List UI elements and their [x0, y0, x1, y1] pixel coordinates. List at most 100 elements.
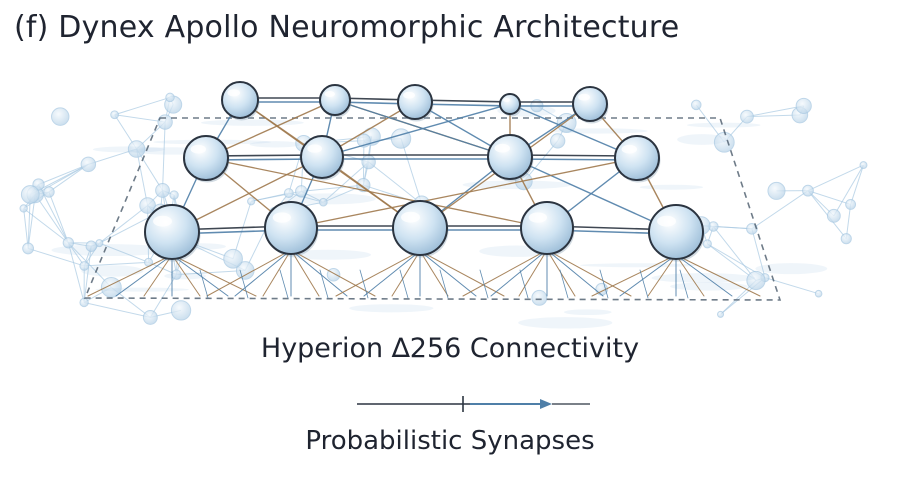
substrate-link — [518, 249, 548, 297]
background-node — [840, 233, 852, 245]
background-link — [34, 194, 69, 244]
neuron-node-icon — [572, 86, 608, 122]
substrate-link — [363, 250, 421, 297]
substrate-link — [199, 269, 209, 299]
watercolor-wash — [563, 309, 612, 316]
background-node — [169, 190, 179, 200]
figure-title: (f) Dynex Apollo Neuromorphic Architectu… — [14, 10, 680, 45]
background-node — [80, 156, 97, 173]
cross-link — [205, 157, 548, 229]
background-link — [751, 190, 809, 230]
substrate-link — [679, 269, 689, 299]
background-node — [247, 197, 256, 206]
background-node — [20, 185, 40, 204]
watercolor-wash — [200, 119, 304, 126]
background-node — [85, 240, 97, 252]
background-link — [400, 138, 423, 205]
neuron-node-icon — [183, 135, 229, 181]
substrate-link — [546, 249, 632, 297]
neuron-node-highlight — [153, 215, 172, 227]
neuron-node-icon — [264, 201, 318, 255]
background-node — [22, 242, 35, 255]
cross-link — [205, 99, 336, 159]
watercolor-wash — [755, 263, 828, 275]
background-link — [301, 184, 364, 192]
neuron-node-icon — [648, 204, 704, 260]
background-node — [717, 310, 725, 318]
background-link — [99, 205, 148, 244]
background-link — [850, 164, 864, 205]
substrate-link — [335, 250, 421, 297]
background-node — [361, 154, 376, 170]
substrate-link — [290, 249, 348, 297]
background-node — [531, 289, 548, 306]
neuron-node-highlight — [528, 212, 548, 223]
background-link — [99, 242, 149, 263]
substrate-link — [479, 269, 489, 299]
watercolor-wash — [164, 272, 207, 280]
watercolor-wash — [284, 249, 372, 260]
background-node — [859, 161, 868, 170]
neuron-node-highlight — [503, 98, 510, 102]
neuron-node-icon — [300, 135, 344, 179]
substrate-link — [675, 254, 761, 297]
watercolor-wash — [670, 282, 748, 291]
neuron-node-highlight — [494, 143, 510, 153]
neuron-node-highlight — [578, 93, 590, 101]
background-link — [48, 191, 69, 243]
substrate-link — [115, 254, 173, 297]
substrate-outline — [83, 117, 782, 301]
background-link — [807, 190, 851, 205]
substrate-link — [439, 269, 449, 299]
background-node — [95, 239, 104, 248]
substrate-link — [419, 250, 449, 297]
watercolor-wash — [677, 134, 727, 145]
background-link — [27, 247, 85, 267]
background-link — [114, 96, 171, 116]
neuron-node-icon — [221, 81, 259, 119]
watercolor-wash — [249, 141, 301, 148]
watercolor-wash — [651, 273, 756, 283]
background-node — [356, 178, 371, 193]
substrate-link — [171, 254, 257, 297]
background-node — [814, 289, 823, 298]
connectivity-caption: Hyperion ∆256 Connectivity — [260, 333, 640, 364]
background-link — [323, 184, 364, 203]
background-node — [319, 197, 328, 207]
background-node — [550, 133, 566, 149]
substrate-link — [239, 269, 249, 299]
background-link — [84, 301, 151, 318]
cross-link — [509, 103, 638, 159]
watercolor-wash — [518, 317, 613, 329]
background-node — [702, 239, 712, 249]
substrate-link — [359, 269, 369, 299]
background-node — [845, 199, 857, 210]
background-node — [43, 186, 55, 198]
watercolor-wash — [349, 304, 434, 313]
neuron-node-highlight — [227, 89, 240, 97]
substrate-link — [391, 250, 421, 297]
substrate-link — [639, 269, 649, 299]
substrate-link — [234, 249, 292, 297]
substrate-link — [279, 269, 289, 299]
background-link — [27, 194, 36, 249]
background-link — [751, 228, 766, 278]
watercolor-wash — [639, 184, 704, 190]
background-link — [746, 105, 804, 118]
cross-link — [290, 157, 638, 229]
background-node — [740, 109, 754, 124]
substrate-link — [546, 249, 604, 297]
cross-link — [334, 99, 511, 158]
substrate-link — [490, 249, 548, 297]
background-node — [283, 188, 294, 199]
background-node — [110, 110, 119, 120]
background-link — [176, 269, 246, 276]
background-link — [23, 208, 69, 244]
neuron-node-highlight — [272, 212, 291, 223]
background-link — [67, 242, 85, 303]
watercolor-wash — [580, 263, 699, 268]
cross-link — [509, 156, 677, 233]
background-link — [84, 261, 149, 267]
watercolor-wash — [462, 180, 572, 190]
background-link — [162, 122, 166, 191]
